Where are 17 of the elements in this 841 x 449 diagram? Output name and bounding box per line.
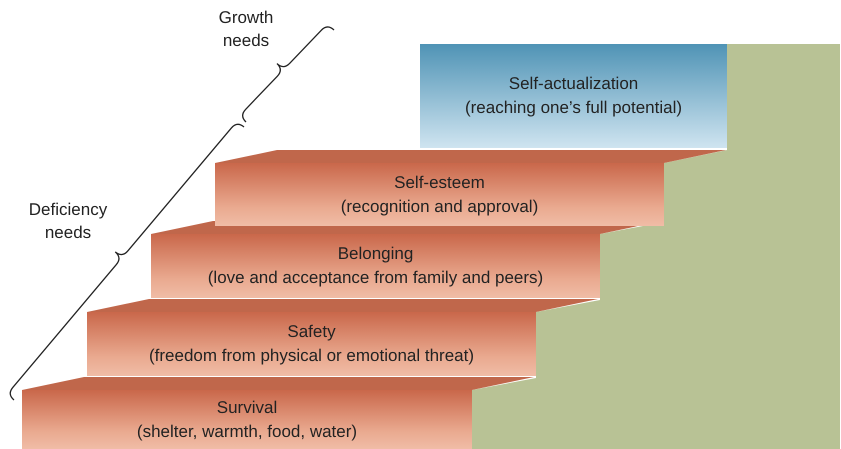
bracket-label: Deficiency needs xyxy=(28,199,108,244)
step-description: (recognition and approval) xyxy=(340,196,538,218)
stair-step xyxy=(215,163,664,226)
stair-step xyxy=(22,390,472,449)
step-description: (love and acceptance from family and peers) xyxy=(208,267,544,289)
step-description: (freedom from physical or emotional threat) xyxy=(148,345,474,367)
stair-step xyxy=(151,234,600,298)
step-description: (shelter, warmth, food, water) xyxy=(136,420,358,442)
step-title: Survival xyxy=(216,396,278,418)
bracket-label: Growth needs xyxy=(218,7,274,52)
step-title: Safety xyxy=(287,321,336,343)
step-description: (reaching one’s full potential) xyxy=(464,97,682,119)
stair-step xyxy=(87,312,536,376)
stair-step xyxy=(420,44,727,148)
step-title: Self-actualization xyxy=(508,73,638,95)
step-title: Self-esteem xyxy=(394,172,485,194)
step-title: Belonging xyxy=(338,243,414,265)
